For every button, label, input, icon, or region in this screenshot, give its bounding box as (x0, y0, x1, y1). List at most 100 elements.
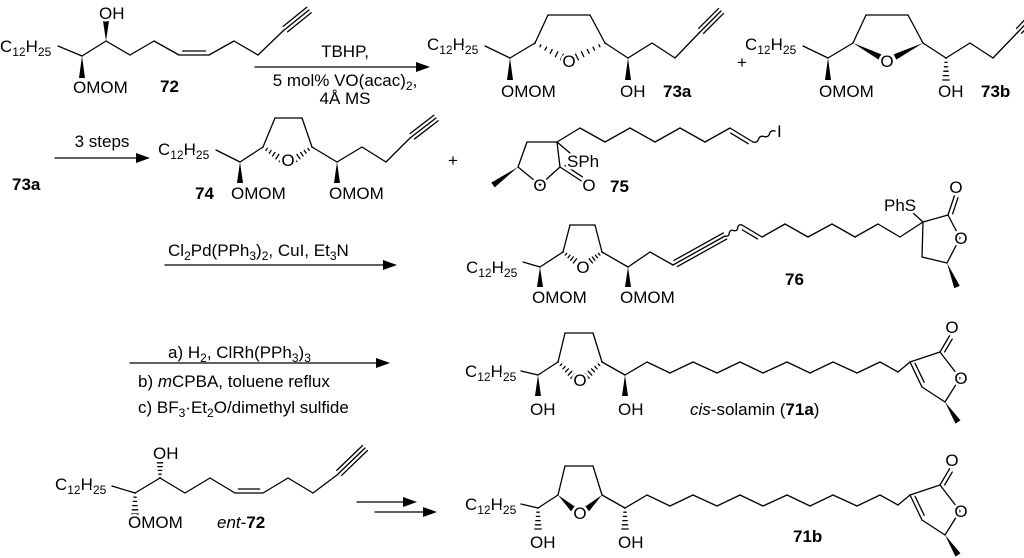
single-bond (604, 42, 629, 59)
hash-bond (549, 48, 553, 54)
hash-bond (299, 151, 304, 157)
double-bond (741, 229, 759, 240)
wedge-bond (853, 43, 882, 60)
single-bond (311, 146, 338, 163)
single-bond (556, 141, 571, 154)
triple-bond (282, 6, 308, 28)
single-bond (520, 370, 539, 376)
sph-label: SPh (567, 152, 599, 171)
lactone-oxygen: O (954, 369, 967, 388)
single-bond (159, 477, 186, 494)
single-bond (336, 146, 363, 163)
single-bond (601, 361, 626, 376)
wedge-bond (535, 375, 541, 396)
single-bond (649, 251, 674, 266)
oh-label: OH (618, 533, 644, 552)
single-bond (674, 32, 700, 59)
wavy-bond (724, 224, 743, 237)
triple-bond (336, 444, 364, 472)
reagent-italic: m (158, 372, 172, 391)
single-bond (669, 494, 694, 507)
single-bond (946, 237, 961, 264)
wedge-bond (79, 56, 85, 78)
wedge-bond (537, 267, 543, 287)
single-bond (592, 332, 603, 363)
hash-bond (600, 250, 604, 254)
double-bond (939, 467, 951, 486)
compound-74: C12H25 OMOM O OMOM 74 (156, 138, 387, 206)
hash-bond (271, 151, 276, 157)
compound-name: cis-solamin (71a) (690, 400, 819, 419)
arrow-head (423, 507, 437, 517)
hash-bond (561, 250, 565, 254)
single-bond (287, 477, 314, 494)
name-close: ) (814, 400, 820, 419)
triple-bond (1016, 24, 1024, 34)
arrow-head (403, 497, 417, 507)
single-bond (627, 251, 651, 268)
compound-ent-72: C12H25 OMOM OH ent-72 (53, 442, 266, 535)
oh-label: OH (618, 400, 644, 419)
wedge-bond (825, 58, 831, 80)
double-bond (564, 164, 584, 178)
compound-number: 72 (246, 513, 265, 532)
wedge-bond (625, 267, 631, 287)
single-bond (809, 361, 834, 374)
bond-layer (54, 6, 1024, 557)
compound-number: 75 (610, 177, 629, 196)
single-bond (579, 127, 606, 143)
single-bond (361, 146, 387, 163)
triple-bond (340, 449, 369, 477)
single-bond (831, 223, 856, 238)
double-bond (730, 132, 749, 145)
single-bond (802, 45, 829, 59)
single-bond (557, 465, 566, 496)
arrow-head (383, 260, 397, 270)
compound-name: ent-72 (217, 513, 265, 532)
triple-bond (697, 7, 720, 30)
oh-label: OH (620, 82, 646, 101)
single-bond (921, 386, 946, 403)
single-bond (832, 494, 858, 507)
wedge-bond (893, 43, 923, 60)
single-bond (592, 465, 603, 496)
single-bond (921, 256, 948, 264)
single-bond (646, 494, 671, 507)
triple-bond (409, 117, 437, 139)
single-bond (762, 361, 788, 374)
double-bond (914, 362, 925, 383)
single-bond (209, 477, 236, 494)
ring-oxygen: O (533, 176, 546, 195)
single-bond (856, 361, 881, 374)
omom-label: OMOM (620, 288, 675, 307)
single-bond (939, 484, 961, 512)
single-bond (669, 361, 694, 374)
triple-bond (702, 12, 725, 35)
single-bond (761, 223, 786, 238)
compound-number: 73a (663, 82, 692, 101)
name-rest: -solamin ( (711, 400, 786, 419)
single-bond (239, 146, 264, 163)
wedge-bond (103, 21, 109, 41)
carbonyl-oxygen: O (949, 178, 962, 197)
single-bond (856, 494, 881, 507)
lactone-oxygen: O (954, 229, 967, 248)
single-bond (537, 361, 559, 376)
lactone-oxygen: O (954, 502, 967, 521)
arrow-head (376, 358, 390, 368)
single-bond (679, 127, 706, 143)
single-bond (922, 214, 949, 223)
single-bond (739, 361, 764, 374)
wedge-bond (947, 263, 960, 289)
reagent-line: TBHP, (321, 42, 369, 61)
omom-label: OMOM (501, 82, 556, 101)
single-bond (716, 361, 741, 374)
single-bond (762, 494, 788, 507)
hash-bond (591, 256, 596, 261)
single-bond (739, 494, 764, 507)
single-bond (105, 40, 131, 56)
single-bond (134, 477, 161, 494)
single-bond (301, 117, 313, 148)
wedge-bond (945, 402, 961, 424)
compound-number: 76 (785, 270, 804, 289)
